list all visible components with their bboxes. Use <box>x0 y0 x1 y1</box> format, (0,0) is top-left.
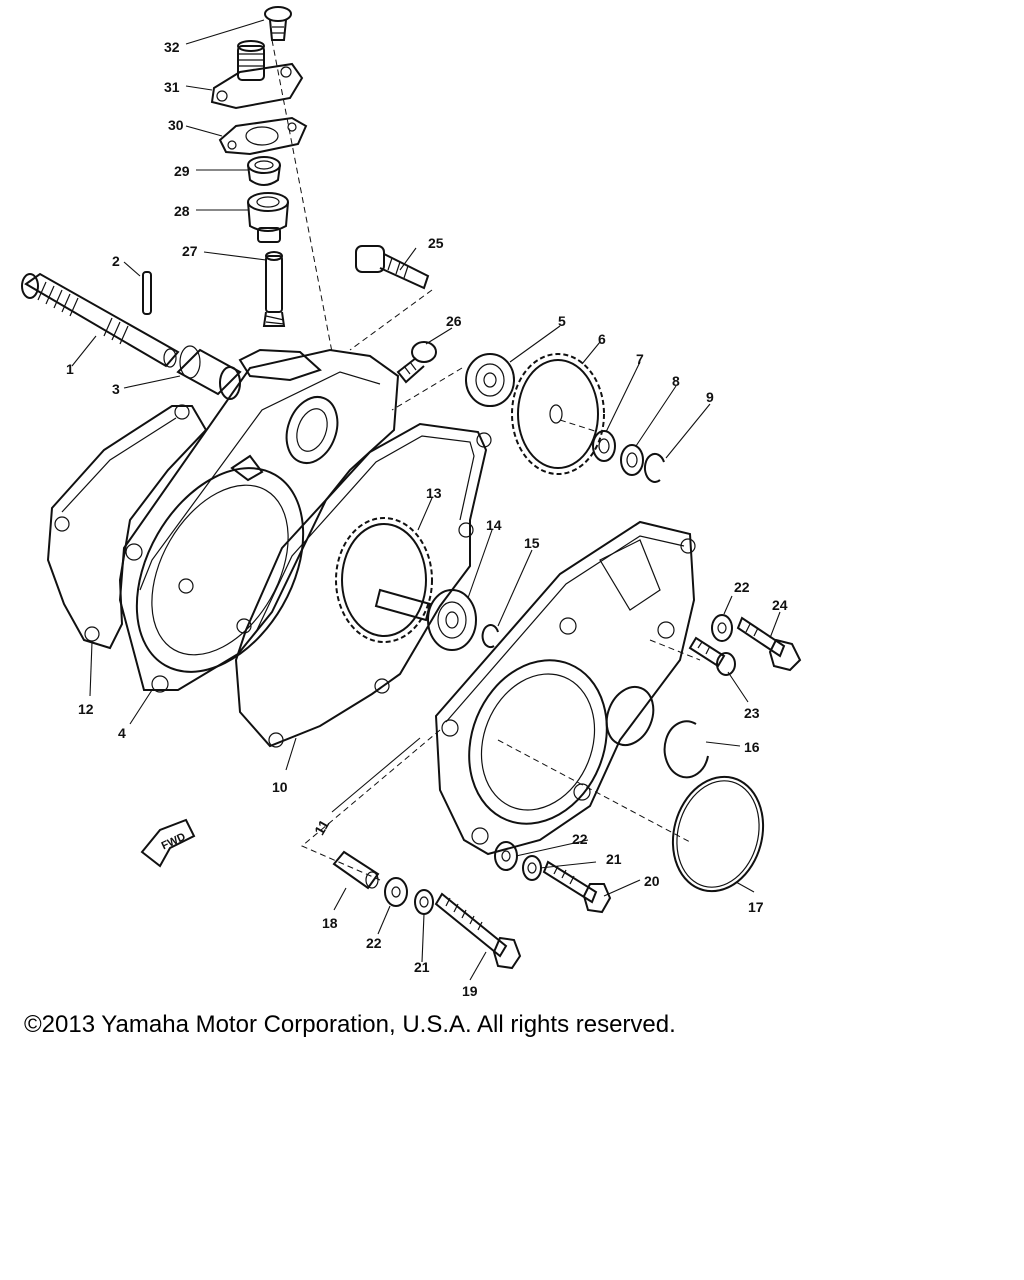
callout-21-cover: 21 <box>606 851 622 867</box>
part-16-circlip[interactable] <box>663 720 709 779</box>
part-23-screw[interactable] <box>688 636 736 676</box>
callout-5: 5 <box>558 313 566 329</box>
callout-6: 6 <box>598 331 606 347</box>
callout-12: 12 <box>78 701 94 717</box>
fwd-label: FWD <box>160 831 188 852</box>
callout-22-lower: 22 <box>366 935 382 951</box>
part-14-bearing[interactable] <box>427 589 477 651</box>
part-13-gear[interactable] <box>335 517 433 643</box>
part-32-screw[interactable] <box>264 6 292 41</box>
callout-19: 19 <box>462 983 478 999</box>
callout-18: 18 <box>322 915 338 931</box>
callout-13: 13 <box>426 485 442 501</box>
callout-17: 17 <box>748 899 764 915</box>
callout-numbers: 32 31 30 29 28 27 2 1 3 25 26 5 6 7 8 9 … <box>66 39 788 999</box>
copyright-notice: ©2013 Yamaha Motor Corporation, U.S.A. A… <box>24 1011 676 1038</box>
callout-20: 20 <box>644 873 660 889</box>
part-7-washer[interactable] <box>592 430 616 462</box>
callout-28: 28 <box>174 203 190 219</box>
callout-8: 8 <box>672 373 680 389</box>
part-2-pin[interactable] <box>142 271 152 315</box>
part-17-o-ring[interactable] <box>660 767 775 902</box>
callout-29: 29 <box>174 163 190 179</box>
part-1-shaft[interactable] <box>21 272 180 368</box>
parts-exploded-diagram: FWD <box>21 6 802 999</box>
callout-16: 16 <box>744 739 760 755</box>
callout-31: 31 <box>164 79 180 95</box>
callout-32: 32 <box>164 39 180 55</box>
callout-22-upper: 22 <box>734 579 750 595</box>
callout-26: 26 <box>446 313 462 329</box>
callout-30: 30 <box>168 117 184 133</box>
callout-14: 14 <box>486 517 502 533</box>
callout-10: 10 <box>272 779 288 795</box>
part-25-bolt[interactable] <box>355 245 430 290</box>
part-4-gear-case[interactable] <box>103 348 400 701</box>
callout-23: 23 <box>744 705 760 721</box>
callout-27: 27 <box>182 243 198 259</box>
assembly-axis-lines <box>271 39 701 881</box>
part-3-collar[interactable] <box>176 345 242 400</box>
part-22-washer-upper[interactable] <box>711 614 733 642</box>
callout-15: 15 <box>524 535 540 551</box>
callout-22-cover: 22 <box>572 831 588 847</box>
part-8-washer[interactable] <box>620 444 644 476</box>
fwd-arrow-icon: FWD <box>140 818 196 868</box>
part-18-dowel[interactable] <box>332 850 380 890</box>
part-12-gasket[interactable] <box>46 404 208 650</box>
part-5-bearing[interactable] <box>465 353 515 407</box>
part-19-bolt[interactable] <box>434 892 522 970</box>
callout-11: 11 <box>311 817 332 838</box>
part-21-lock-washer-lower[interactable] <box>414 889 434 915</box>
part-22-washer-cover[interactable] <box>494 841 518 871</box>
part-22-washer-lower[interactable] <box>384 877 408 907</box>
callout-2: 2 <box>112 253 120 269</box>
part-11-outer-cover[interactable] <box>434 520 696 856</box>
part-9-circlip[interactable] <box>643 452 665 483</box>
callout-21-lower: 21 <box>414 959 430 975</box>
part-6-gear[interactable] <box>511 353 605 475</box>
callout-leader-lines <box>71 19 781 981</box>
callout-4: 4 <box>118 725 126 741</box>
part-28-bushing[interactable] <box>247 192 289 243</box>
part-15-circlip[interactable] <box>481 624 499 649</box>
part-24-bolt[interactable] <box>736 616 802 672</box>
part-31-drive-housing[interactable] <box>210 40 304 110</box>
part-20-bolt[interactable] <box>542 860 612 914</box>
part-30-gasket[interactable] <box>218 116 308 156</box>
callout-9: 9 <box>706 389 714 405</box>
part-26-screw[interactable] <box>396 341 437 384</box>
callout-25: 25 <box>428 235 444 251</box>
part-21-lock-washer-cover[interactable] <box>522 855 542 881</box>
callout-7: 7 <box>636 351 644 367</box>
part-10-gasket[interactable] <box>234 422 492 748</box>
callout-24: 24 <box>772 597 788 613</box>
callout-1: 1 <box>66 361 74 377</box>
part-29-oil-seal[interactable] <box>247 156 281 186</box>
callout-3: 3 <box>112 381 120 397</box>
part-27-drive-gear[interactable] <box>262 251 286 327</box>
